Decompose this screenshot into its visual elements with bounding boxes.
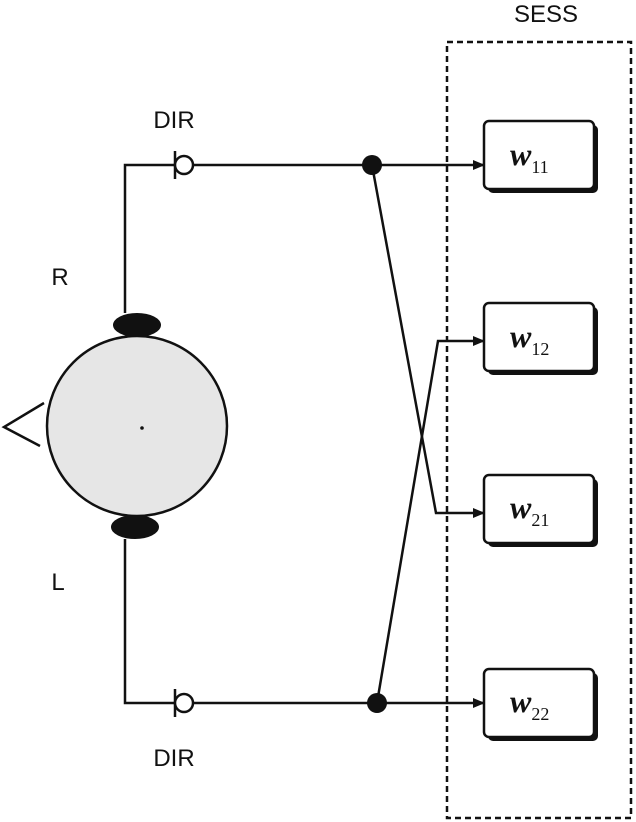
block-w12-label: w12: [510, 318, 549, 359]
bottom-dir-label: DIR: [153, 745, 194, 772]
block-w12: w12: [482, 301, 598, 375]
head-center-dot: [140, 426, 144, 430]
sess-label: SESS: [514, 1, 578, 28]
block-w11-label: w11: [510, 136, 549, 177]
block-w22-box: [482, 667, 596, 739]
top-dir-label: DIR: [153, 107, 194, 134]
head: [1, 313, 229, 539]
head-circle: [45, 334, 229, 518]
bottom-dir-icon: [173, 692, 195, 714]
bottom-wire: [123, 539, 175, 705]
block-w21-label: w21: [510, 489, 549, 530]
block-w11-box: [482, 119, 596, 191]
top-dir-icon: [173, 154, 195, 176]
block-w22-label: w22: [510, 683, 549, 724]
cross-wire-bottom-to-w12: [375, 336, 485, 704]
nose-icon: [1, 401, 45, 448]
top-signal-path: [123, 151, 485, 518]
block-w11: w11: [482, 119, 598, 193]
right-label: R: [51, 264, 68, 291]
bottom-signal-path: [123, 336, 485, 717]
top-wire: [123, 163, 175, 313]
left-label: L: [51, 569, 64, 596]
block-w21: w21: [482, 473, 598, 547]
top-junction-dot: [362, 155, 382, 175]
right-ear-icon: [113, 313, 161, 337]
block-w21-box: [482, 473, 596, 545]
bottom-junction-dot: [367, 693, 387, 713]
sess-container: [445, 40, 633, 820]
left-ear-icon: [111, 515, 159, 539]
cross-wire-top-to-w21: [370, 164, 485, 518]
block-w22: w22: [482, 667, 598, 741]
block-w12-box: [482, 301, 596, 373]
